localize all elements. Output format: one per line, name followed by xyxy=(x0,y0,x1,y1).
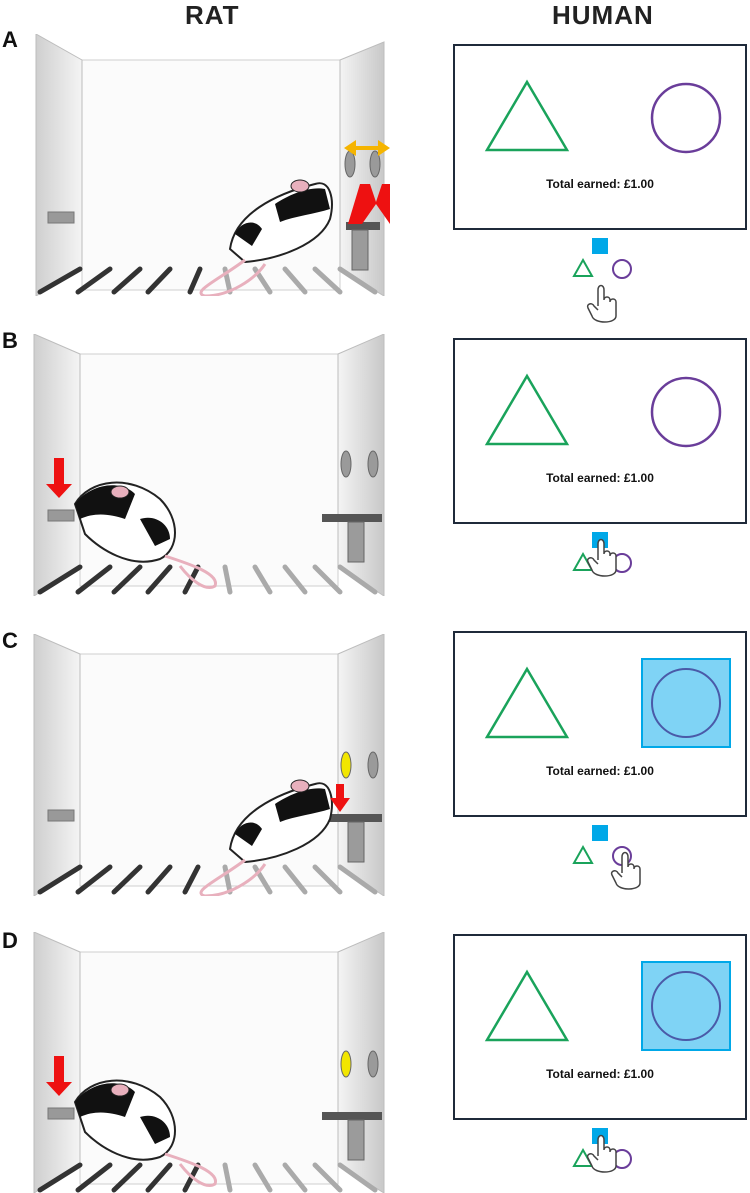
red-arrow-down xyxy=(46,1056,72,1096)
triangle-key[interactable] xyxy=(572,844,594,864)
rat-operant-box-c xyxy=(33,634,385,896)
food-magazine xyxy=(351,229,369,271)
purple-circle-stimulus[interactable] xyxy=(651,668,721,738)
rat-figure xyxy=(199,179,333,296)
green-triangle-stimulus[interactable] xyxy=(484,79,570,152)
triangle-key[interactable] xyxy=(572,257,594,277)
grid-floor xyxy=(37,266,203,295)
response-pad-a xyxy=(572,238,632,323)
response-pad-c xyxy=(572,825,641,890)
left-lever xyxy=(47,211,75,224)
panel-letter-a: A xyxy=(2,27,18,52)
screen-b: Total earned: £1.00 xyxy=(453,338,747,524)
red-arrow-down xyxy=(46,458,72,498)
screen-d: Total earned: £1.00 xyxy=(453,934,747,1120)
circle-key[interactable] xyxy=(612,259,632,279)
screen-c: Total earned: £1.00 xyxy=(453,631,747,817)
rat-figure xyxy=(73,1079,217,1187)
rat-figure xyxy=(199,779,333,896)
rat-operant-box-b xyxy=(33,334,385,596)
rat-operant-box-a xyxy=(35,34,390,296)
red-arrow-down xyxy=(330,784,350,812)
panel-letter-d: D xyxy=(2,928,18,953)
purple-circle-stimulus[interactable] xyxy=(650,82,722,154)
panel-letter-c: C xyxy=(2,628,18,653)
grid-floor xyxy=(37,564,201,595)
cue-light-right xyxy=(367,1050,379,1078)
rat-column-header: RAT xyxy=(185,0,240,30)
left-lever xyxy=(47,809,75,822)
cue-light-right xyxy=(367,751,379,779)
orange-double-arrow xyxy=(344,140,390,156)
food-magazine xyxy=(347,821,365,863)
green-triangle-stimulus[interactable] xyxy=(484,969,570,1042)
response-pad-d xyxy=(572,1128,632,1173)
human-column-header: HUMAN xyxy=(552,0,654,30)
screen-a: Total earned: £1.00 xyxy=(453,44,747,230)
left-lever xyxy=(47,509,75,522)
cue-light-lit xyxy=(340,751,352,779)
pointing-hand-icon xyxy=(586,284,617,323)
pointing-hand-icon xyxy=(586,1134,617,1173)
blue-square-key[interactable] xyxy=(592,825,608,841)
purple-circle-stimulus[interactable] xyxy=(651,971,721,1041)
green-triangle-stimulus[interactable] xyxy=(484,373,570,446)
total-earned-label: Total earned: £1.00 xyxy=(546,177,654,191)
right-lever xyxy=(322,814,382,822)
total-earned-label: Total earned: £1.00 xyxy=(546,471,654,485)
pointing-hand-icon xyxy=(610,851,641,890)
red-arrow-up-right xyxy=(348,184,390,224)
green-triangle-stimulus[interactable] xyxy=(484,666,570,739)
blue-square-key[interactable] xyxy=(592,238,608,254)
left-lever xyxy=(47,1107,75,1120)
food-magazine xyxy=(347,521,365,563)
response-pad-b xyxy=(572,532,632,577)
rat-figure xyxy=(73,481,217,589)
right-lever xyxy=(322,1112,382,1120)
rat-operant-box-d xyxy=(33,932,385,1193)
cue-light-left xyxy=(340,450,352,478)
total-earned-label: Total earned: £1.00 xyxy=(546,1067,654,1081)
pointing-hand-icon xyxy=(586,538,617,577)
right-lever xyxy=(322,514,382,522)
cue-light-left xyxy=(344,150,356,178)
panel-letter-b: B xyxy=(2,328,18,353)
total-earned-label: Total earned: £1.00 xyxy=(546,764,654,778)
right-lever xyxy=(346,222,380,230)
cue-light-right xyxy=(369,150,381,178)
cue-light-right xyxy=(367,450,379,478)
food-magazine xyxy=(347,1119,365,1161)
cue-light-lit xyxy=(340,1050,352,1078)
grid-floor xyxy=(37,864,201,895)
purple-circle-stimulus[interactable] xyxy=(650,376,722,448)
